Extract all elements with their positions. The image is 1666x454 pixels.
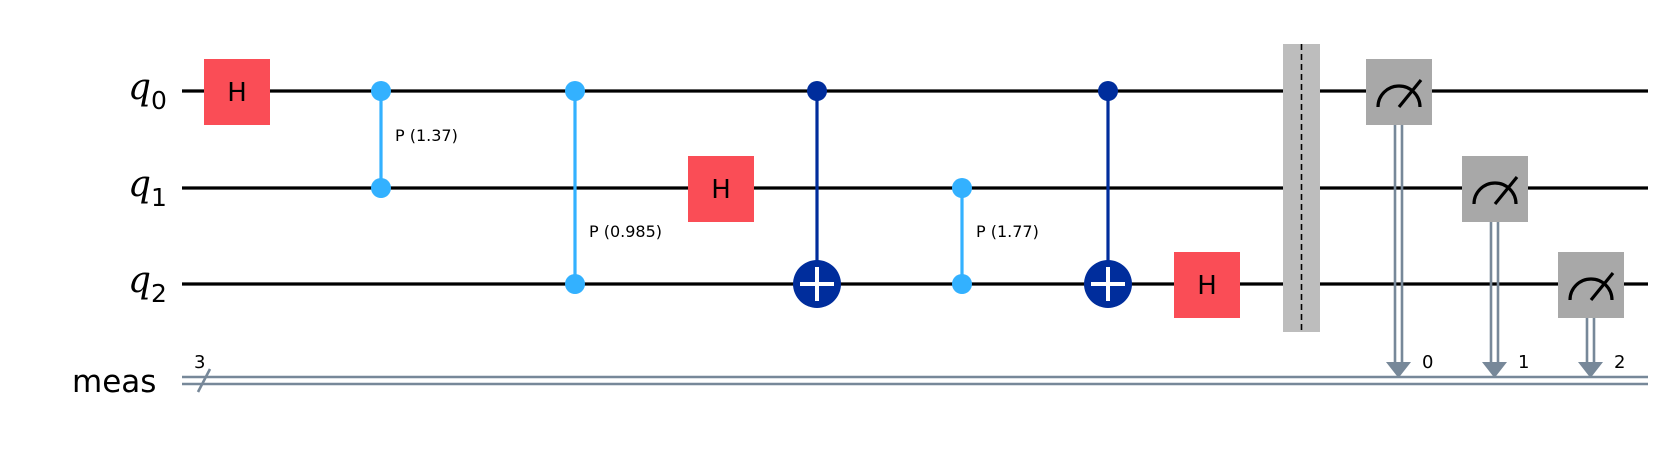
register-size-label: 3: [194, 352, 205, 373]
svg-text:1: 1: [1518, 352, 1529, 373]
svg-text:H: H: [711, 175, 731, 205]
measure-q1: 1: [1462, 156, 1529, 378]
barrier: [1283, 44, 1320, 332]
measure-q2: 2: [1558, 252, 1625, 378]
register-size-slash: [196, 368, 212, 393]
cphase-gate-q1-q2: P (1.77): [952, 178, 1039, 294]
svg-text:P (0.985): P (0.985): [589, 222, 662, 241]
svg-text:H: H: [1197, 271, 1217, 301]
h-gate-q0: H: [204, 59, 270, 125]
cphase-gate-q0-q2: P (0.985): [565, 81, 662, 294]
qubit-label-q1: q1: [128, 164, 167, 212]
classical-wire: [182, 375, 1648, 386]
classical-register-label: meas: [72, 364, 156, 400]
h-gate-q2: H: [1174, 252, 1240, 318]
cphase-gate-q0-q1: P (1.37): [371, 81, 458, 198]
qubit-label-q0: q0: [128, 67, 167, 115]
svg-text:H: H: [227, 78, 247, 108]
svg-text:2: 2: [1614, 352, 1625, 373]
svg-text:0: 0: [1422, 352, 1433, 373]
cnot-gate-q0-q2-a: [793, 81, 841, 308]
h-gate-q1: H: [688, 156, 754, 222]
svg-text:P (1.37): P (1.37): [395, 126, 458, 145]
qubit-label-q2: q2: [128, 260, 167, 308]
cnot-gate-q0-q2-b: [1084, 81, 1132, 308]
measure-q0: 0: [1366, 59, 1433, 378]
svg-text:P (1.77): P (1.77): [976, 222, 1039, 241]
